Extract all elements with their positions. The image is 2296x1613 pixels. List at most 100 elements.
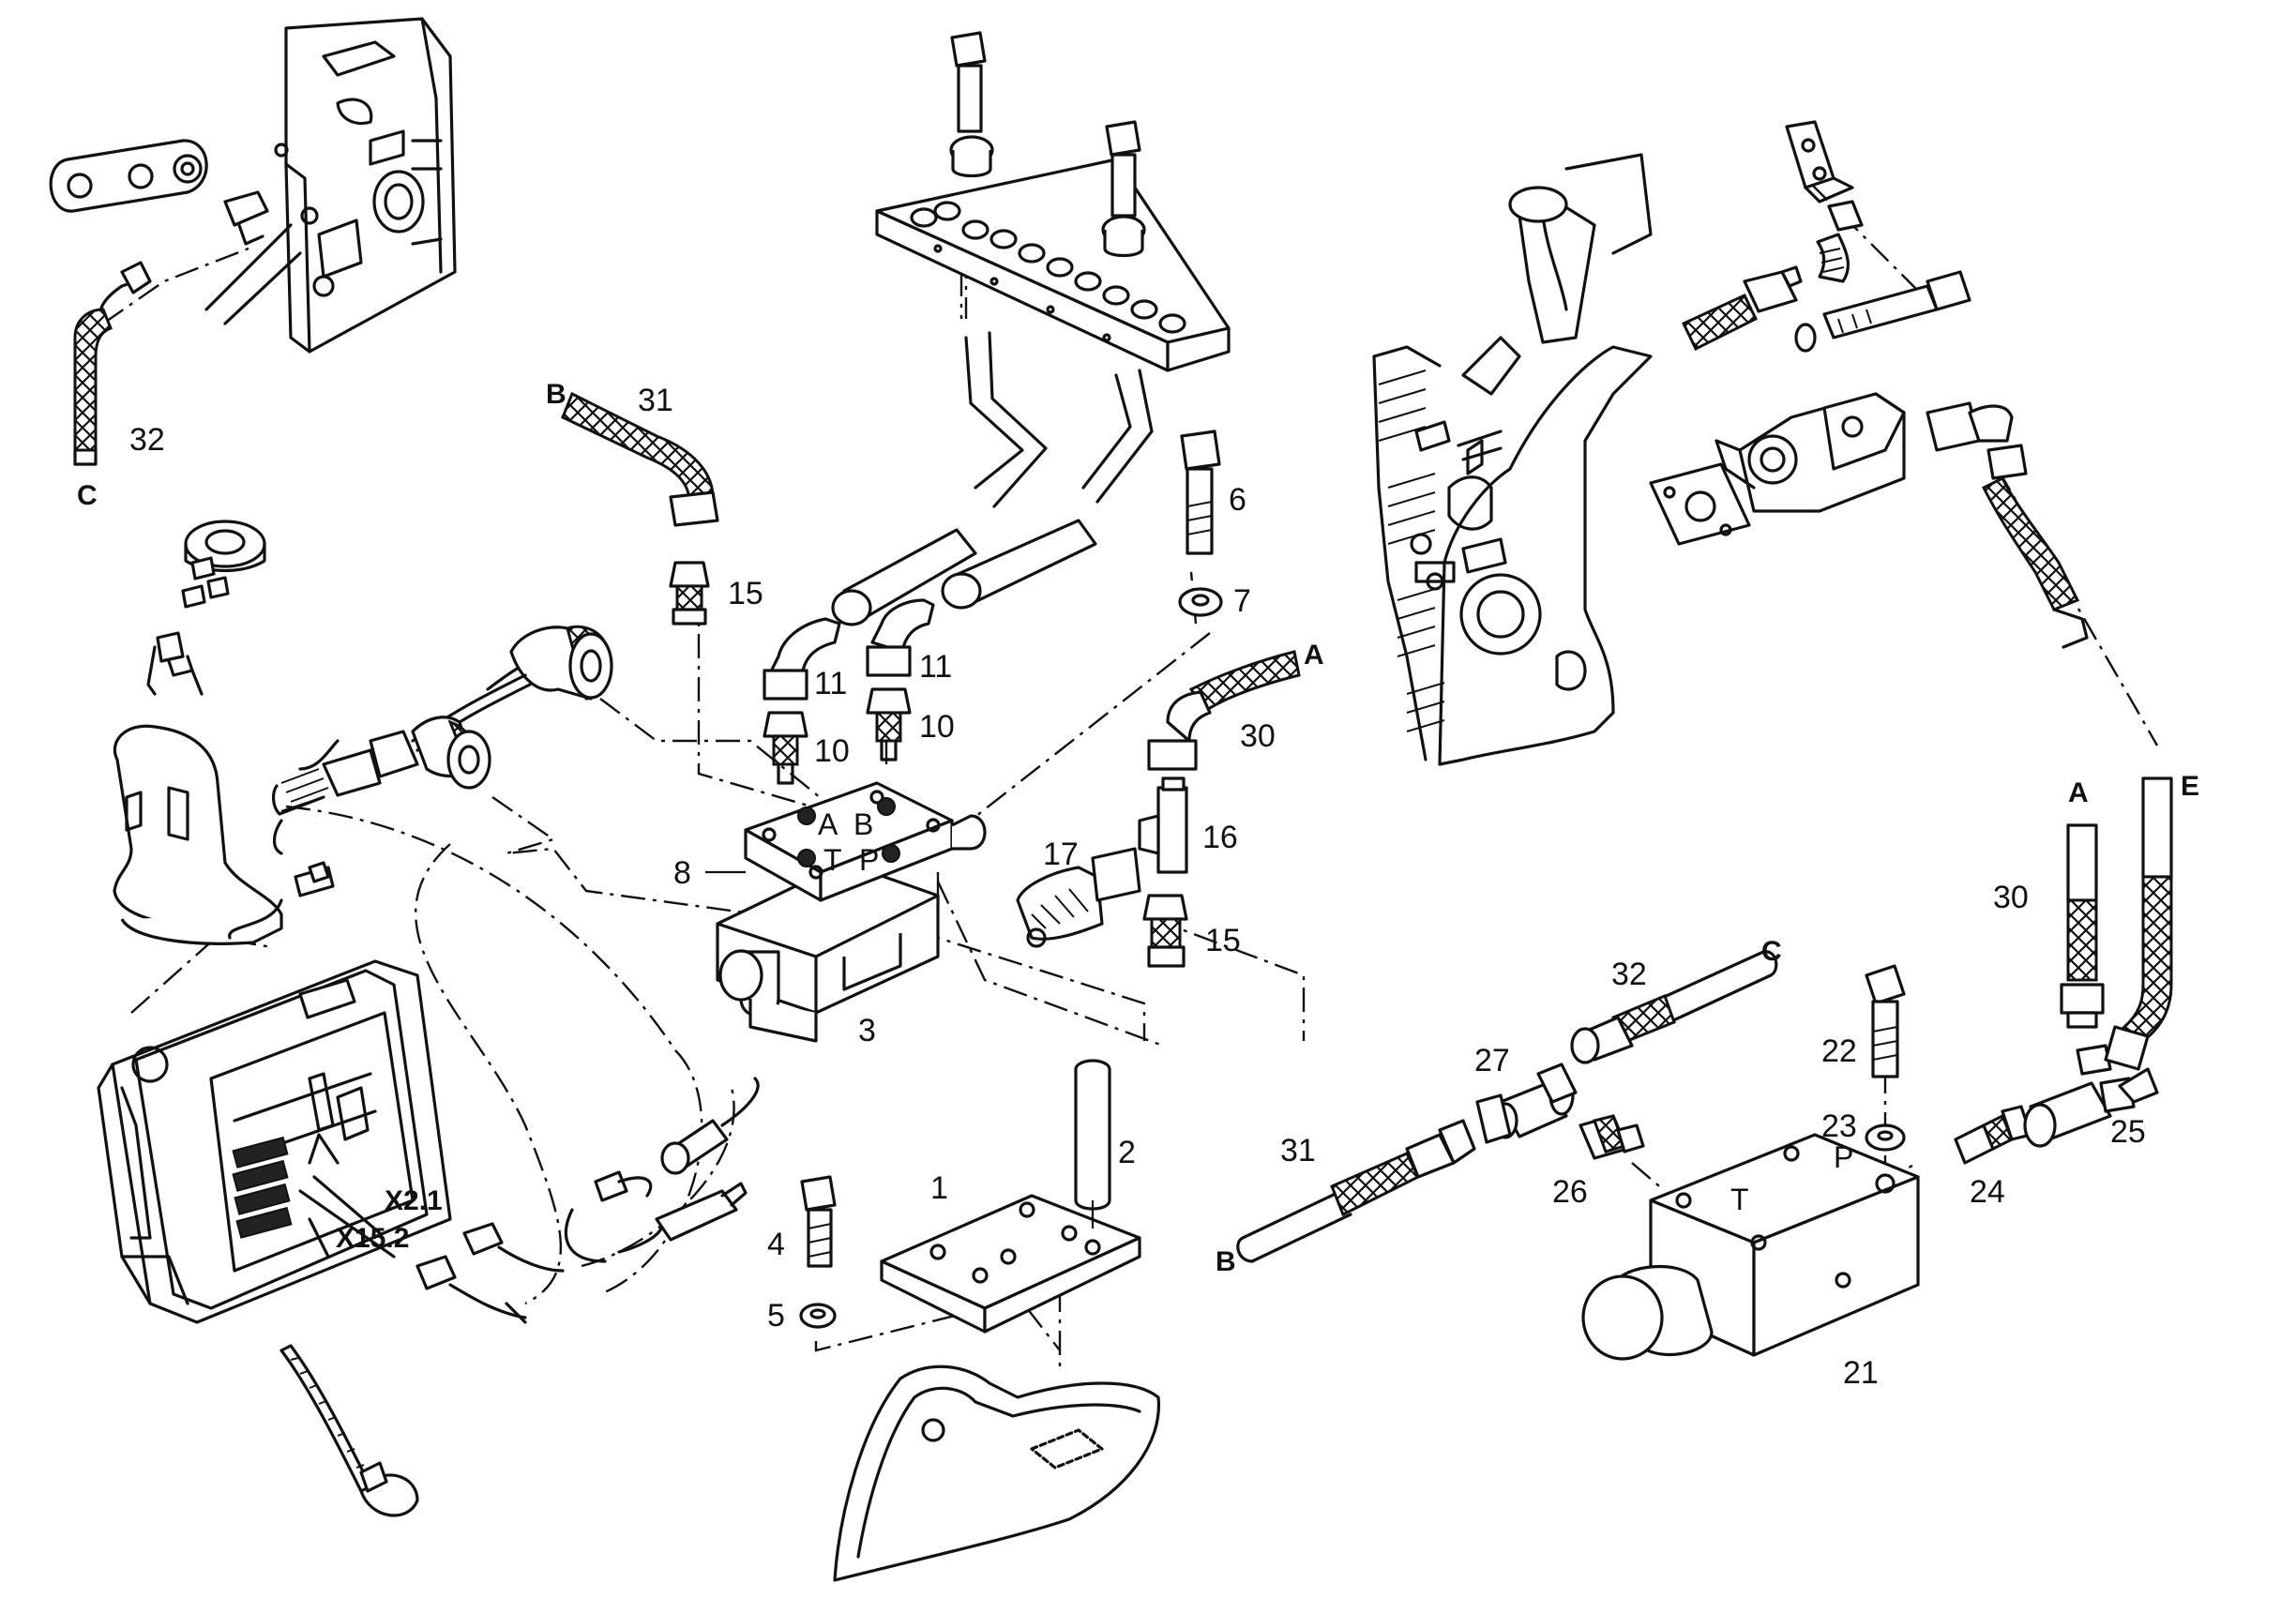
item-15-top: 15 (728, 576, 763, 611)
item-5: 5 (767, 1298, 785, 1334)
item-32-top-left: 32 (129, 422, 165, 458)
connection-e: E (2181, 771, 2199, 802)
pump-unit-tr (1714, 392, 1906, 513)
item-15-lower: 15 (1205, 923, 1241, 958)
hose-31-top (561, 391, 719, 527)
flange-gasket (1649, 462, 1751, 546)
cable-connector-upper (411, 625, 613, 752)
lever-rubber-boot (113, 724, 283, 945)
item-11-left: 11 (814, 666, 847, 701)
cable-connector-lower (272, 716, 491, 855)
item-6: 6 (1229, 482, 1246, 518)
elbow-fitting-tr (1816, 200, 1864, 283)
item-11-right: 11 (919, 649, 952, 685)
clip-fitting (223, 190, 269, 246)
item-7: 7 (1233, 583, 1251, 619)
tee-25 (2023, 1044, 2159, 1148)
bolt-6 (1180, 430, 1221, 555)
connector-tag-x152: X15.2 (336, 1223, 409, 1254)
washer-5 (799, 1303, 837, 1329)
mounting-bracket (833, 1364, 1160, 1582)
washer-7 (1178, 587, 1223, 617)
plug-x152 (415, 1255, 527, 1324)
item-4: 4 (767, 1227, 785, 1262)
leader-lines (705, 870, 1095, 1229)
item-8: 8 (673, 855, 691, 891)
fitting-15-top (669, 561, 710, 626)
bolt-tr (1794, 270, 1971, 353)
item-25: 25 (2110, 1114, 2146, 1150)
fitting-10-left (763, 711, 808, 785)
link-plate (49, 139, 208, 213)
hose-30-upper (1147, 650, 1301, 771)
distribution-bar (875, 158, 1231, 372)
item-22: 22 (1821, 1033, 1857, 1069)
connection-c-top-left: C (77, 480, 98, 511)
hose-e-lower (2104, 776, 2173, 1071)
valve-port-p: P (859, 843, 879, 877)
bolt-4 (800, 1175, 837, 1268)
item-21: 21 (1843, 1355, 1879, 1391)
sensor-cable-1 (660, 1077, 760, 1175)
item-1: 1 (930, 1170, 948, 1206)
cable-tie (279, 1344, 419, 1517)
item-26: 26 (1552, 1174, 1588, 1210)
item-2: 2 (1118, 1135, 1136, 1170)
washer-23 (1865, 1123, 1906, 1152)
item-27: 27 (1474, 1043, 1510, 1078)
connection-c-lower: C (1761, 936, 1782, 967)
valve-port-b: B (853, 807, 873, 841)
fitting-26 (1578, 1114, 1645, 1160)
steel-pipes (831, 331, 1154, 626)
bolt-22 (1865, 964, 1906, 1078)
sensor-cable-2 (564, 1170, 653, 1263)
connection-letters: A A B B C C E (77, 379, 2199, 1277)
terminal-strip (232, 1136, 293, 1239)
fitting-15-lower (1142, 894, 1188, 968)
sensor-rod (617, 1182, 748, 1254)
hose-30-lower (2060, 823, 2105, 1029)
plug-x21 (462, 1222, 565, 1273)
valve-port-labels: A B T P (818, 807, 879, 877)
hose-fitting-tr (1681, 265, 1803, 352)
tee-16 (1138, 776, 1188, 874)
block-port-p: P (1834, 1140, 1853, 1174)
bar-bolt-right (1101, 120, 1146, 258)
hose-32-top-left (73, 261, 152, 466)
angle-bracket-top-right (1785, 120, 1854, 204)
item-10-right: 10 (919, 709, 955, 745)
connection-b-lower: B (1216, 1246, 1236, 1277)
item-30-lower: 30 (1993, 880, 2029, 915)
connector-tags: X2.1 X15.2 (336, 1185, 443, 1254)
item-31-lower: 31 (1280, 1133, 1316, 1168)
valve-port-a: A (818, 807, 838, 841)
item-numbers: 1 2 3 4 5 6 7 8 10 10 11 11 15 15 16 17 … (129, 383, 2146, 1391)
sleeve-2 (1074, 1059, 1111, 1211)
engine-housing-top-left (204, 17, 457, 354)
hose-31-lower (1236, 1119, 1476, 1263)
item-23: 23 (1821, 1108, 1857, 1144)
small-connector-parts (146, 556, 230, 696)
mount-plate-1 (880, 1194, 1141, 1334)
fitting-10-right (866, 687, 912, 761)
connection-a-lower: A (2068, 777, 2089, 808)
block-port-labels: T P (1730, 1140, 1853, 1216)
connection-a-upper: A (1304, 640, 1324, 671)
hydraulic-block-21 (1581, 1133, 1920, 1361)
item-31-top: 31 (638, 383, 673, 418)
valve-plate-8 (744, 781, 987, 902)
fitting-17 (1016, 847, 1141, 948)
control-valve-3 (716, 861, 940, 1043)
elbow-e-hose-top (1926, 401, 2089, 649)
grommet-top (184, 520, 266, 573)
item-30-upper: 30 (1240, 718, 1276, 754)
valve-port-t: T (823, 843, 842, 877)
block-port-t: T (1730, 1183, 1749, 1216)
elbow-11-right (866, 598, 935, 677)
fitting-24 (1954, 1105, 2032, 1165)
item-32-lower: 32 (1611, 957, 1647, 992)
relay-plug (228, 861, 335, 940)
hose-32-lower (1570, 950, 1778, 1064)
engine-with-control-lever (1372, 153, 1653, 766)
